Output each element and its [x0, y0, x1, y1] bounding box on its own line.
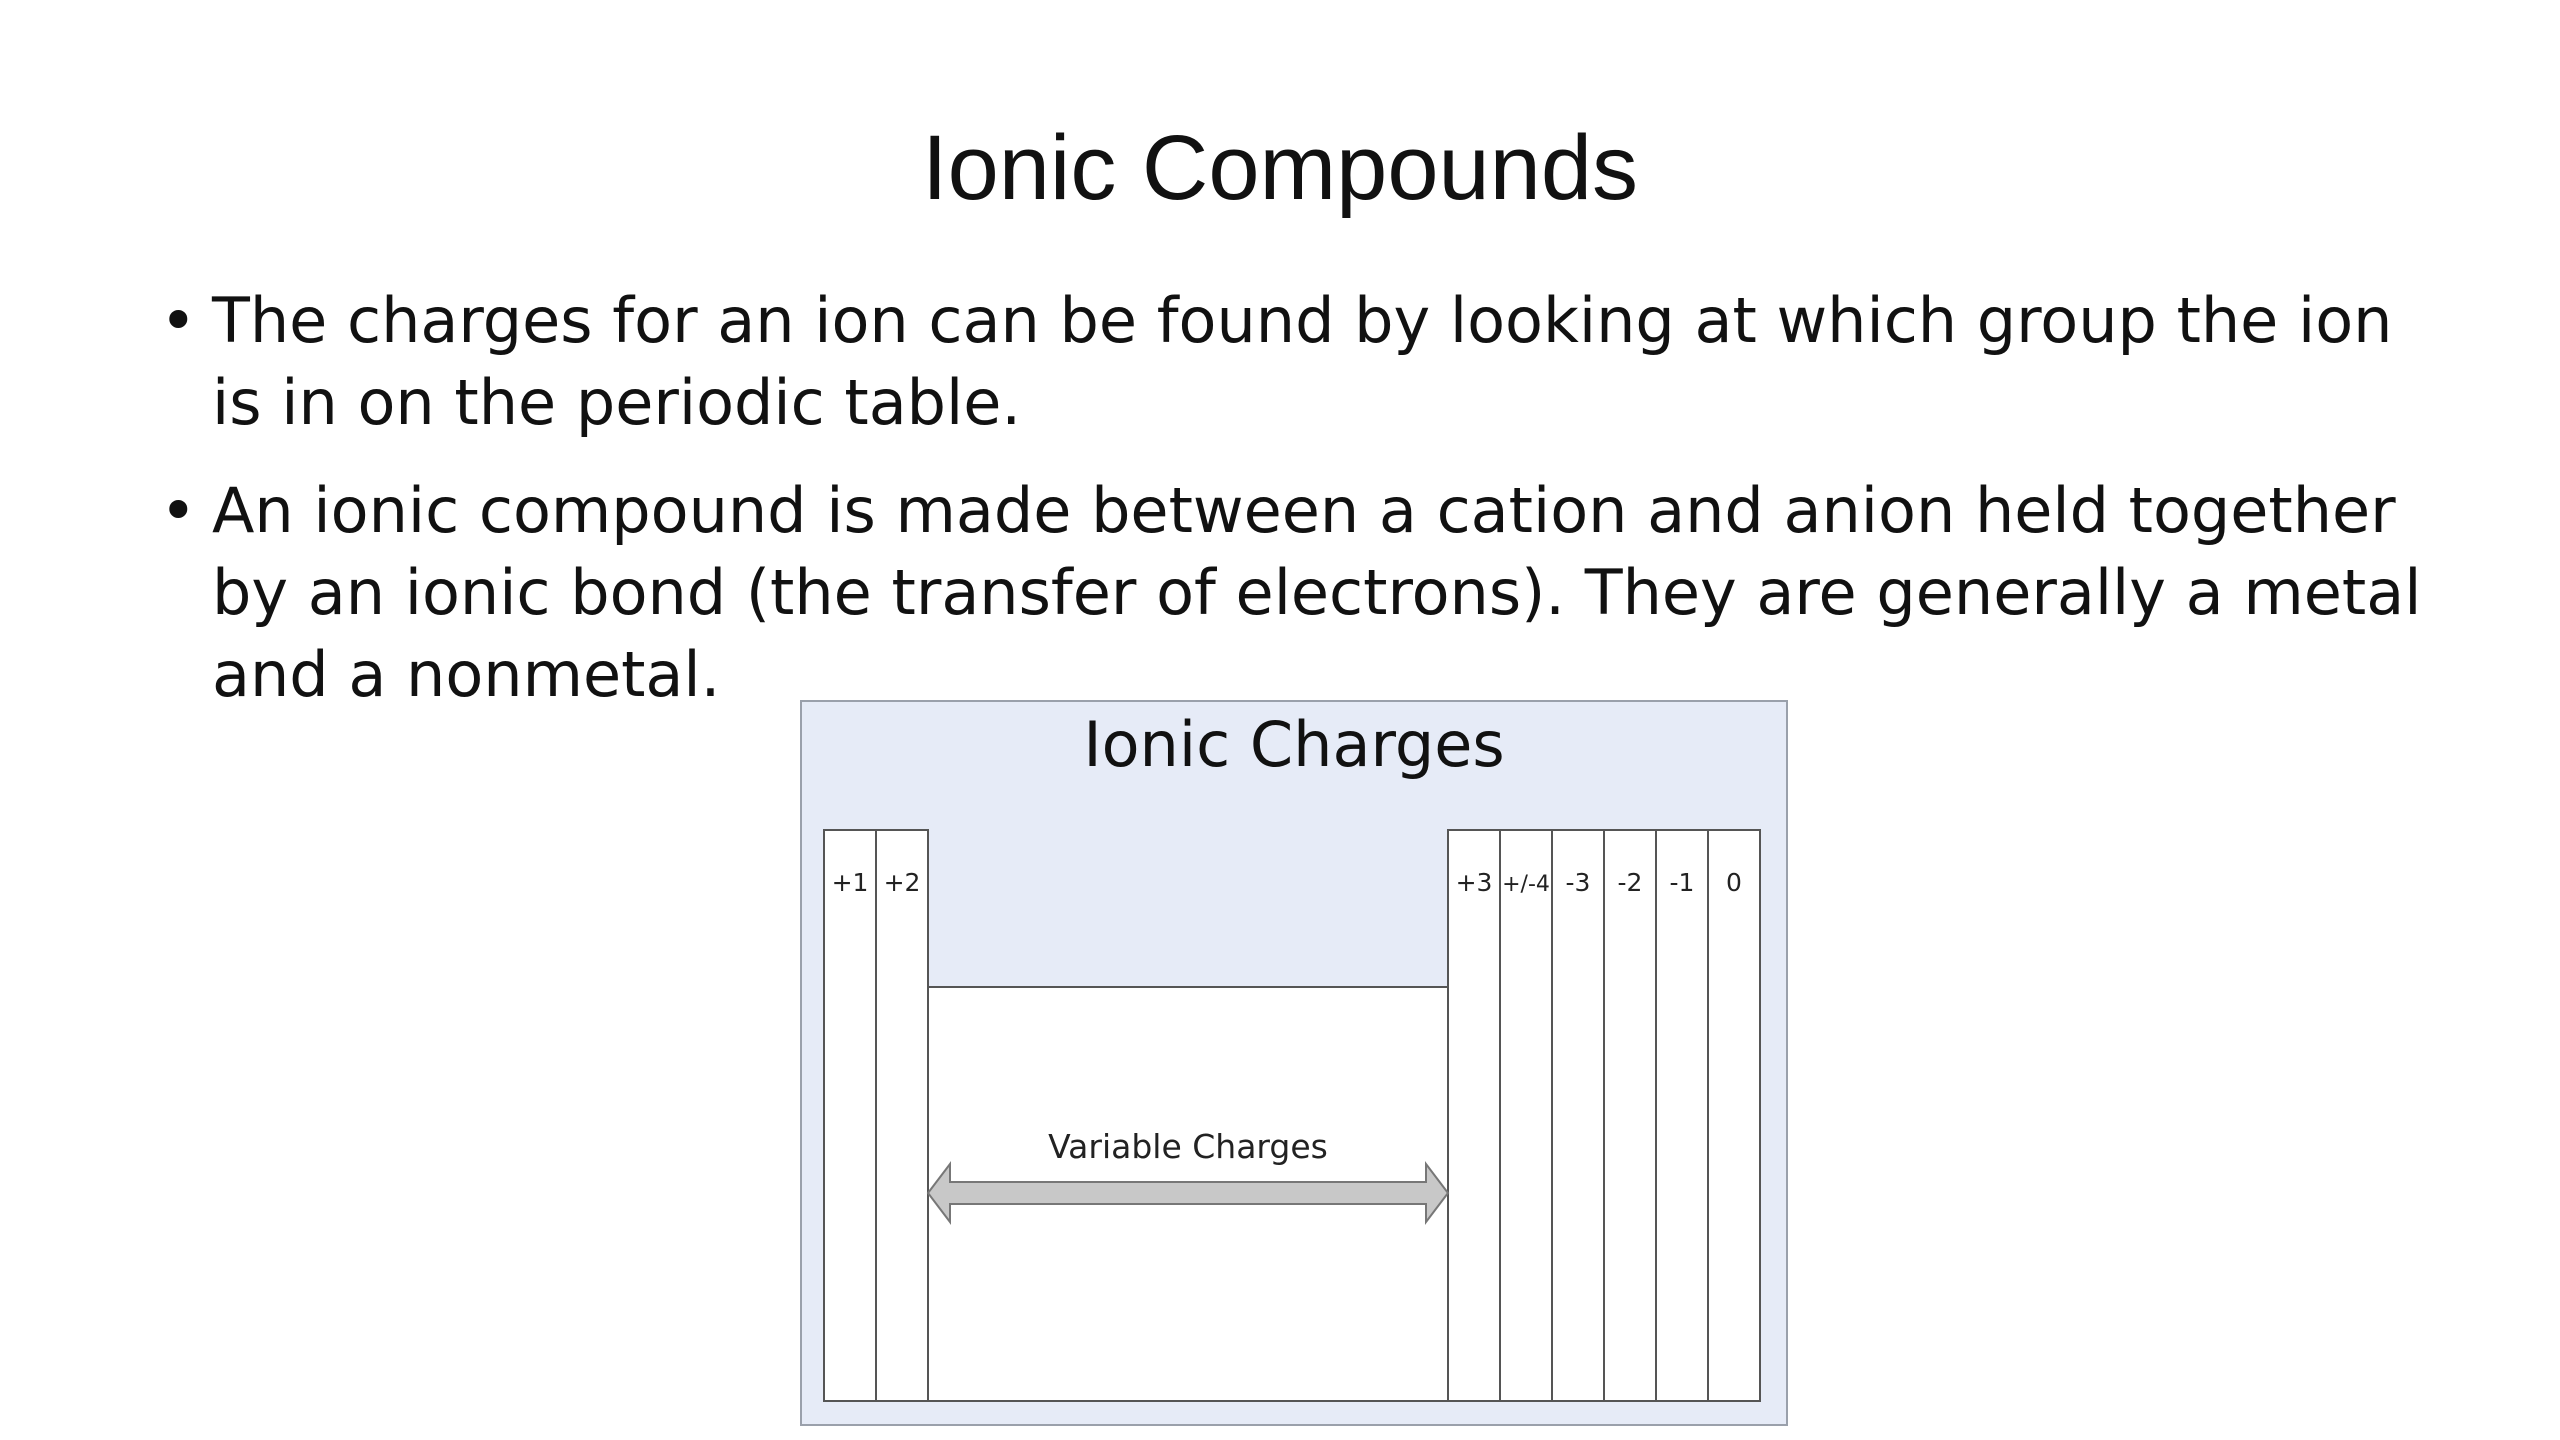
- right-group-column: [1447, 829, 1501, 1402]
- bullet-text: The charges for an ion can be found by l…: [212, 284, 2393, 439]
- ionic-charges-diagram: Ionic Charges +1 +2 +3 +/-4 -3 -2 -1 0 Variabl…: [800, 700, 1788, 1426]
- right-group-charge-label: -2: [1618, 868, 1643, 897]
- bullet-item: • The charges for an ion can be found by…: [160, 280, 2440, 444]
- right-group-charge-label: 0: [1726, 868, 1742, 897]
- double-arrow-icon: [926, 1161, 1450, 1225]
- right-group-column: [1551, 829, 1605, 1402]
- left-group-charge-label: +2: [884, 868, 921, 897]
- bullet-dot-icon: •: [160, 474, 197, 547]
- right-group-charge-label: +3: [1456, 868, 1493, 897]
- right-group-column: [1499, 829, 1553, 1402]
- right-group-charge-label: -1: [1670, 868, 1695, 897]
- ionic-charges-svg: Ionic Charges +1 +2 +3 +/-4 -3 -2 -1 0 Variabl…: [800, 700, 1788, 1426]
- left-group-columns: +1 +2: [823, 829, 929, 1402]
- slide-title: Ionic Compounds: [922, 117, 1638, 219]
- left-group-charge-label: +1: [832, 868, 869, 897]
- variable-charges-label: Variable Charges: [1048, 1127, 1328, 1166]
- diagram-title: Ionic Charges: [1083, 708, 1504, 781]
- right-group-charge-label: +/-4: [1502, 872, 1550, 897]
- right-group-column: [1603, 829, 1657, 1402]
- right-group-charge-label: -3: [1566, 868, 1591, 897]
- left-group-column: [823, 829, 877, 1402]
- bullet-dot-icon: •: [160, 284, 197, 357]
- right-group-column: [1707, 829, 1761, 1402]
- bullet-text: An ionic compound is made between a cati…: [212, 474, 2422, 711]
- right-group-column: [1655, 829, 1709, 1402]
- bullet-list: • The charges for an ion can be found by…: [160, 280, 2440, 742]
- bullet-item: • An ionic compound is made between a ca…: [160, 470, 2440, 716]
- left-group-column: [875, 829, 929, 1402]
- right-group-columns: +3 +/-4 -3 -2 -1 0: [1447, 829, 1761, 1402]
